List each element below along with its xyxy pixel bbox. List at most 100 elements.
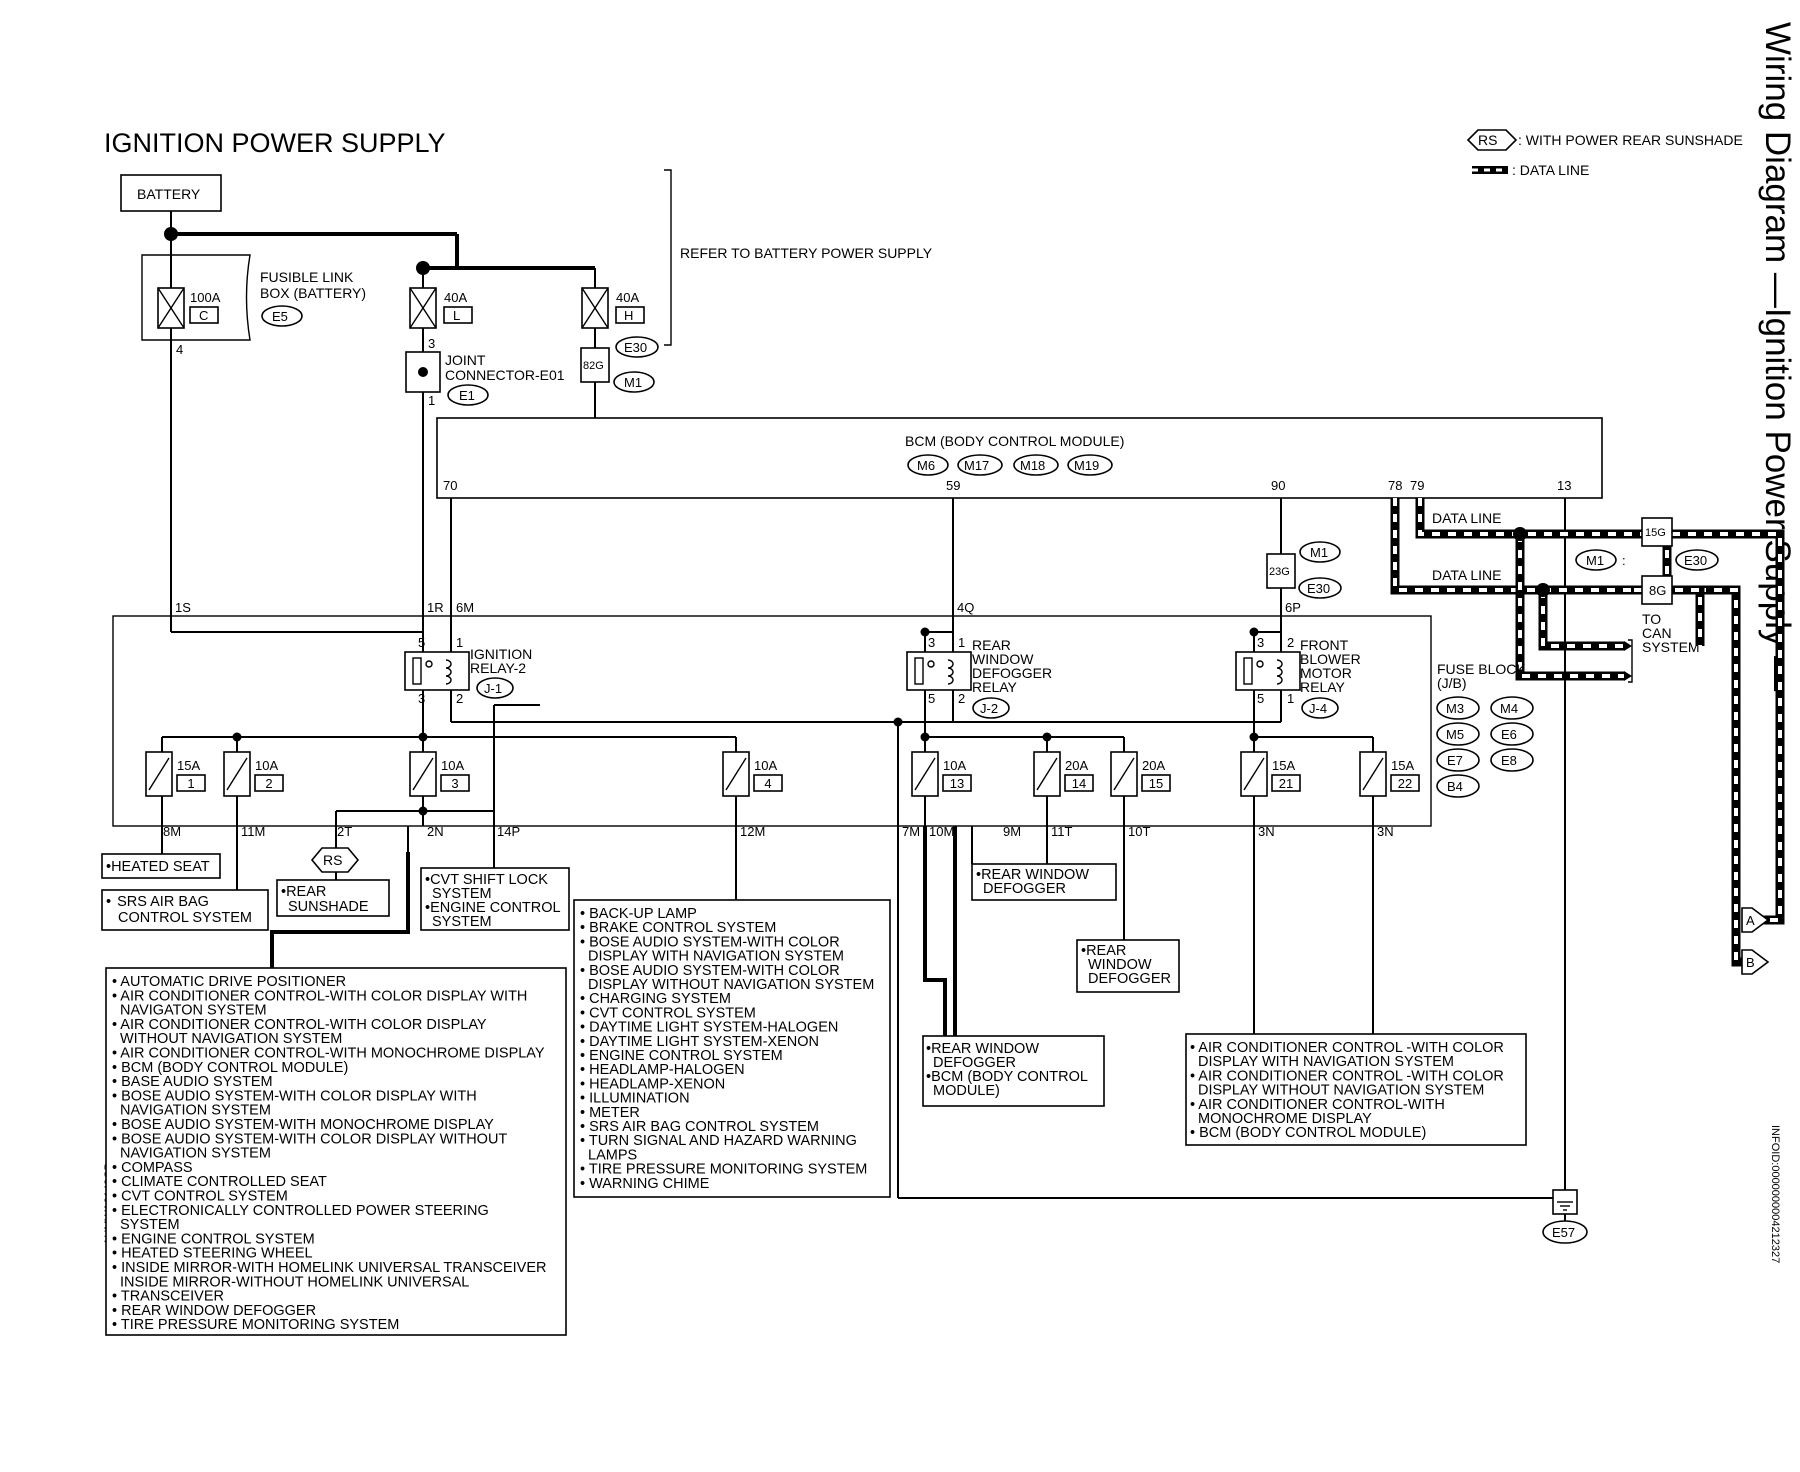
fuse-number: 3 [451,776,458,791]
bcm-pin-70: 70 [443,478,457,493]
rwd-relay-label-1: REAR [972,637,1011,653]
svg-text:H: H [624,308,633,323]
connector-m1-a-label: M1 [624,375,642,390]
joint-pin-top: 3 [428,336,435,351]
fuse-amp: 15A [1272,758,1295,773]
load-rwd-10t-1: •REAR [1081,943,1126,959]
rwd-relay-label-4: RELAY [972,679,1018,695]
side-code: INFOID:0000000004212327 [1769,1125,1781,1263]
list-item: • CVT CONTROL SYSTEM [112,1189,288,1205]
list-item: • WARNING CHIME [580,1176,710,1192]
rs-legend-symbol [1466,129,1518,151]
fuse-amp: 10A [255,758,278,773]
list-item: • BOSE AUDIO SYSTEM-WITH COLOR DISPLAY W… [112,1131,507,1147]
can-bracket [1628,639,1633,683]
list-item: • HEADLAMP-HALOGEN [580,1062,745,1078]
fuse-output-pin: 11M [241,824,265,839]
fuse-output-pin: 3N [1258,824,1275,839]
load-air-conditioner-items: • AIR CONDITIONER CONTROL -WITH COLORDIS… [1190,1040,1504,1141]
load-list-12m-items: • BACK-UP LAMP• BRAKE CONTROL SYSTEM• BO… [580,906,874,1192]
ignition-relay-label-1: IGNITION [470,646,532,662]
load-cvt-2: SYSTEM [432,886,492,902]
data-connector-8g [1641,575,1673,605]
list-item: • BCM (BODY CONTROL MODULE) [1190,1125,1426,1141]
svg-text:40A: 40A [616,290,639,305]
can-label-2: CAN [1642,625,1672,641]
rwd-relay-label-3: DEFOGGER [972,665,1052,681]
list-item: SYSTEM [120,1217,180,1233]
svg-text:C: C [199,308,208,323]
list-item: • TIRE PRESSURE MONITORING SYSTEM [580,1162,867,1178]
svg-text:2: 2 [456,691,463,706]
connector-e1 [447,384,489,406]
svg-text:40A: 40A [444,290,467,305]
list-item: • TIRE PRESSURE MONITORING SYSTEM [112,1317,399,1333]
load-rwd-10t-3: DEFOGGER [1088,971,1171,987]
svg-text:1: 1 [456,635,463,650]
list-item: • SRS AIR BAG CONTROL SYSTEM [580,1119,819,1135]
connector-m1-a [613,371,655,393]
data-connector-15g [1641,517,1673,547]
joint-connector-label-2: CONNECTOR-E01 [445,367,565,383]
fuse-number: 13 [950,776,964,791]
rear-window-defogger-relay: 3 1 5 2 [906,635,972,706]
svg-text:2: 2 [958,691,965,706]
fuse-number: 1 [187,776,194,791]
relay-j4 [1301,697,1339,719]
list-item: • METER [580,1105,640,1121]
legend: RS : WITH POWER REAR SUNSHADE : DATA LIN… [1466,129,1743,178]
load-srs-text-2: CONTROL SYSTEM [118,910,252,926]
list-item: • HEATED STEERING WHEEL [112,1246,313,1262]
fuse-amp: 15A [177,758,200,773]
list-item: • CLIMATE CONTROLLED SEAT [112,1174,327,1190]
load-heated-seat-text: •HEATED SEAT [106,859,210,875]
ground-connector-e57 [1542,1220,1588,1244]
fuse-output-pin: 3N [1377,824,1394,839]
data-line-label-top: DATA LINE [1432,510,1502,526]
connector-e30-b-label: E30 [1307,581,1330,596]
fuse-number: 15 [1149,776,1163,791]
svg-text:L: L [453,308,460,323]
svg-text:2: 2 [1287,635,1294,650]
ground-symbol [1552,1189,1578,1222]
fuse-amp: 15A [1391,758,1414,773]
svg-text:3: 3 [418,691,425,706]
refer-note: REFER TO BATTERY POWER SUPPLY [680,245,933,261]
connector-m1-c [1575,549,1617,571]
bcm-pin-90: 90 [1271,478,1285,493]
data-line-legend-text: : DATA LINE [1512,162,1589,178]
list-item: • AIR CONDITIONER CONTROL-WITH COLOR DIS… [112,988,527,1004]
rs-tag-text: RS [323,852,342,868]
joint-connector-label: JOINT [445,352,486,368]
connector-m1-c-label: M1 [1586,553,1604,568]
front-blower-motor-relay: 3 2 5 1 [1235,635,1301,706]
inline-connector-23g-pin: 23G [1269,566,1290,578]
ignition-relay-label-2: RELAY-2 [470,660,526,676]
svg-text:E7: E7 [1447,753,1463,768]
list-item: • HEADLAMP-XENON [580,1076,725,1092]
relay-j1-label: J-1 [484,681,502,696]
fuse-output-pin: 10T [1128,824,1150,839]
fusible-link-l: 40A L [409,287,473,329]
fusible-link-box-frame [141,254,251,341]
list-item: • CVT CONTROL SYSTEM [580,1005,756,1021]
fuse-number: 14 [1072,776,1086,791]
load-rear-sunshade-2: SUNSHADE [288,899,369,915]
connector-e30-b [1298,577,1342,599]
list-item: • CHARGING SYSTEM [580,991,731,1007]
list-item: • DAYTIME LIGHT SYSTEM-HALOGEN [580,1020,838,1036]
load-rwbcm-1: •REAR WINDOW [926,1041,1039,1057]
fbm-relay-label-4: RELAY [1300,679,1346,695]
pin-2t: 2T [337,824,352,839]
list-item: • BRAKE CONTROL SYSTEM [580,920,776,936]
rwd-relay-label-2: WINDOW [972,651,1034,667]
list-item: DISPLAY WITH NAVIGATION SYSTEM [1198,1054,1454,1070]
connector-e30-c-label: E30 [1684,553,1707,568]
bcm-connectors: M6 M17 M18 M19 [907,454,1113,476]
svg-text:100A: 100A [190,290,221,305]
